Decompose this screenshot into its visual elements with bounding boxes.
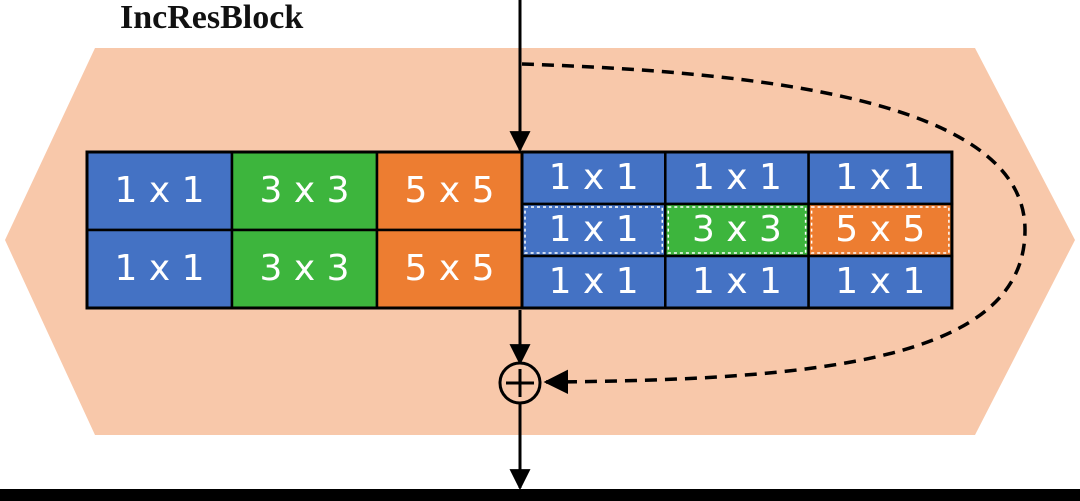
right-cell-1-1: 3 x 3 xyxy=(664,202,810,258)
cell-label: 3 x 3 xyxy=(260,170,350,211)
cell-label: 1 x 1 xyxy=(115,248,205,289)
cell-label: 5 x 5 xyxy=(405,170,495,211)
right-cell-2-2: 1 x 1 xyxy=(807,254,954,310)
cell-label: 1 x 1 xyxy=(115,170,205,211)
cell-label: 5 x 5 xyxy=(405,248,495,289)
cell-label: 1 x 1 xyxy=(549,209,639,250)
right-cell-1-0: 1 x 1 xyxy=(520,202,667,258)
bottom-border xyxy=(0,489,1080,501)
circle-plus-icon xyxy=(498,361,542,405)
left-cell-0-0: 1 x 1 xyxy=(85,150,234,232)
right-cell-2-1: 1 x 1 xyxy=(664,254,810,310)
right-cell-2-0: 1 x 1 xyxy=(520,254,667,310)
left-cell-1-2: 5 x 5 xyxy=(375,228,524,310)
conv-grid: 1 x 1 3 x 3 5 x 5 1 x 1 3 x 3 5 x 5 1 x 1 1 x 1… xyxy=(85,150,954,310)
residual-skip-arrow xyxy=(521,62,1027,395)
cell-label: 3 x 3 xyxy=(260,248,350,289)
left-cell-0-1: 3 x 3 xyxy=(230,150,379,232)
cell-label: 1 x 1 xyxy=(835,157,925,198)
cell-label: 1 x 1 xyxy=(835,261,925,302)
left-cell-0-2: 5 x 5 xyxy=(375,150,524,232)
cell-label: 1 x 1 xyxy=(692,261,782,302)
cell-label: 3 x 3 xyxy=(692,209,782,250)
right-cell-0-0: 1 x 1 xyxy=(520,150,667,206)
right-cell-0-1: 1 x 1 xyxy=(664,150,810,206)
right-grid-border xyxy=(520,150,954,310)
left-cell-1-0: 1 x 1 xyxy=(85,228,234,310)
cell-label: 1 x 1 xyxy=(692,157,782,198)
right-cell-0-2: 1 x 1 xyxy=(807,150,954,206)
left-cell-1-1: 3 x 3 xyxy=(230,228,379,310)
diagram-title: IncResBlock xyxy=(120,0,304,36)
cell-label: 1 x 1 xyxy=(549,157,639,198)
connections xyxy=(498,0,1027,491)
cell-label: 5 x 5 xyxy=(835,209,925,250)
right-cell-1-2: 5 x 5 xyxy=(807,202,954,258)
cell-label: 1 x 1 xyxy=(549,261,639,302)
